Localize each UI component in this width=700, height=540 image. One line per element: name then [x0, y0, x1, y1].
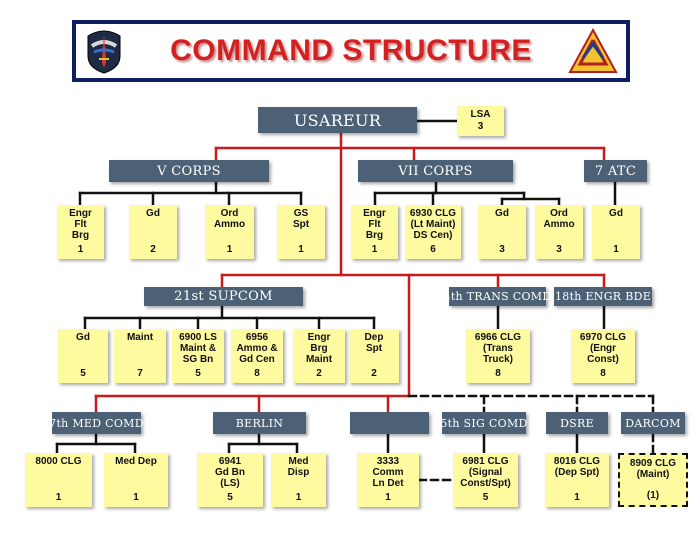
unit-engr-bde-6970-clg: 6970 CLG (Engr Const) 8	[571, 329, 635, 383]
hq-7th-med-comd: 7th MED COMD	[49, 412, 144, 434]
unit-count: 5	[80, 368, 86, 379]
unit-count: 7	[137, 368, 143, 379]
unit-name: Ord Ammo	[543, 208, 575, 230]
unit-dsre-8016-clg: 8016 CLG (Dep Spt) 1	[545, 453, 609, 507]
unit-count: 3	[556, 244, 562, 255]
unit-7-atc-gd: Gd 1	[592, 205, 640, 259]
unit-name: Med Dep	[115, 456, 157, 467]
hq-7-atc: 7 ATC	[584, 160, 647, 182]
unit-supcom-gd: Gd 5	[58, 329, 108, 383]
unit-count: 8	[600, 368, 606, 379]
unit-vii-corps-6930-clg: 6930 CLG (Lt Maint) DS Cen) 6	[405, 205, 461, 259]
unit-name: Maint	[126, 332, 154, 343]
unit-med-8000-clg: 8000 CLG 1	[25, 453, 92, 507]
unit-med-dep: Med Dep 1	[104, 453, 168, 507]
hq-4th-trans-comd: 4th TRANS COMD	[444, 287, 551, 306]
unit-3333-comm-ln-det: 3333 Comm Ln Det 1	[357, 453, 419, 507]
unit-count: 6	[430, 244, 436, 255]
unit-name: 6966 CLG (Trans Truck)	[474, 332, 522, 365]
unit-count: 1	[133, 492, 139, 503]
hq-5th-sig-comd: 5th SIG COMD	[440, 412, 527, 434]
unit-sig-6981-clg: 6981 CLG (Signal Const/Spt) 5	[453, 453, 518, 507]
unit-count: 1	[613, 244, 619, 255]
unit-name: 6930 CLG (Lt Maint) DS Cen)	[409, 208, 457, 241]
unit-name: 6981 CLG (Signal Const/Spt)	[460, 456, 511, 489]
hq-18th-engr-bde: 18th ENGR BDE	[554, 287, 652, 306]
unit-name: Dep Spt	[364, 332, 384, 354]
unit-name: Engr Flt Brg	[69, 208, 92, 241]
unit-name: 6941 Gd Bn (LS)	[215, 456, 245, 489]
unit-count: 1	[77, 244, 84, 255]
unit-count: 3	[477, 121, 484, 132]
unit-name: Gd	[146, 208, 160, 219]
unit-count: 5	[482, 492, 489, 503]
unit-supcom-6900-ls: 6900 LS Maint & SG Bn 5	[172, 329, 224, 383]
unit-name: 6970 CLG (Engr Const)	[579, 332, 627, 365]
unit-name: GS Spt	[292, 208, 310, 230]
hq-vii-corps: VII CORPS	[358, 160, 513, 182]
unit-name: Gd	[495, 208, 509, 219]
unit-v-corps-gs-spt: GS Spt 1	[277, 205, 325, 259]
unit-lsa: LSA 3	[457, 106, 504, 136]
unit-count: 1	[371, 244, 378, 255]
unit-supcom-dep-spt: Dep Spt 2	[349, 329, 399, 383]
unit-name: Engr Brg Maint	[305, 332, 333, 365]
unit-name: LSA	[470, 109, 491, 120]
unit-count: 5	[195, 368, 201, 379]
unit-count: 1	[298, 244, 304, 255]
unit-vii-corps-gd: Gd 3	[478, 205, 526, 259]
shaef-sword-patch-icon	[87, 30, 121, 74]
page-title: COMMAND STRUCTURE	[170, 34, 532, 67]
unit-count: 2	[150, 244, 156, 255]
unit-name: Ord Ammo	[213, 208, 246, 230]
unit-count: 2	[316, 368, 322, 379]
hq-usareur: USAREUR	[258, 107, 417, 133]
unit-count: 1	[55, 492, 62, 503]
unit-name: 8909 CLG (Maint)	[629, 458, 677, 480]
unit-vii-corps-engr-flt-brg: Engr Flt Brg 1	[351, 205, 398, 259]
unit-name: Gd	[76, 332, 90, 343]
unit-trans-6966-clg: 6966 CLG (Trans Truck) 8	[466, 329, 530, 383]
unit-count: 3	[499, 244, 505, 255]
unit-v-corps-gd: Gd 2	[129, 205, 177, 259]
unit-name: 8000 CLG	[35, 456, 82, 467]
unit-supcom-maint: Maint 7	[114, 329, 166, 383]
unit-count: 2	[371, 368, 377, 379]
unit-count: 8	[254, 368, 260, 379]
hq-darcom: DARCOM	[621, 412, 685, 434]
unit-count: 5	[227, 492, 233, 503]
hq-dsre: DSRE	[546, 412, 608, 434]
unit-name: 6900 LS Maint & SG Bn	[179, 332, 217, 365]
unit-name: Med Disp	[287, 456, 310, 478]
unit-name: Engr Flt Brg	[363, 208, 386, 241]
unit-count: 1	[385, 492, 391, 503]
hq-21st-supcom: 21st SUPCOM	[144, 287, 303, 306]
hq-v-corps: V CORPS	[109, 160, 269, 182]
seventh-army-patch-icon	[568, 28, 618, 73]
unit-v-corps-engr-flt-brg: Engr Flt Brg 1	[57, 205, 104, 259]
unit-count: 1	[574, 492, 580, 503]
unit-berlin-med-disp: Med Disp 1	[271, 453, 326, 507]
unit-vii-corps-ord-ammo: Ord Ammo 3	[535, 205, 583, 259]
hq-unlabeled	[350, 412, 429, 434]
unit-supcom-engr-brg-maint: Engr Brg Maint 2	[293, 329, 345, 383]
unit-supcom-6956: 6956 Ammo & Gd Cen 8	[231, 329, 283, 383]
unit-name: Gd	[609, 208, 623, 219]
unit-count: 1	[226, 244, 233, 255]
unit-name: 3333 Comm Ln Det	[372, 456, 404, 489]
unit-v-corps-ord-ammo: Ord Ammo 1	[205, 205, 254, 259]
unit-name: 8016 CLG (Dep Spt)	[553, 456, 601, 478]
title-banner: COMMAND STRUCTURE	[72, 20, 630, 82]
unit-count: (1)	[646, 490, 660, 501]
unit-count: 8	[495, 368, 501, 379]
hq-berlin: BERLIN	[213, 412, 306, 434]
dashed-connectors	[407, 394, 655, 482]
unit-name: 6956 Ammo & Gd Cen	[236, 332, 278, 365]
unit-berlin-6941-gd-bn: 6941 Gd Bn (LS) 5	[197, 453, 263, 507]
unit-count: 1	[295, 492, 302, 503]
unit-darcom-8909-clg: 8909 CLG (Maint) (1)	[618, 453, 688, 507]
